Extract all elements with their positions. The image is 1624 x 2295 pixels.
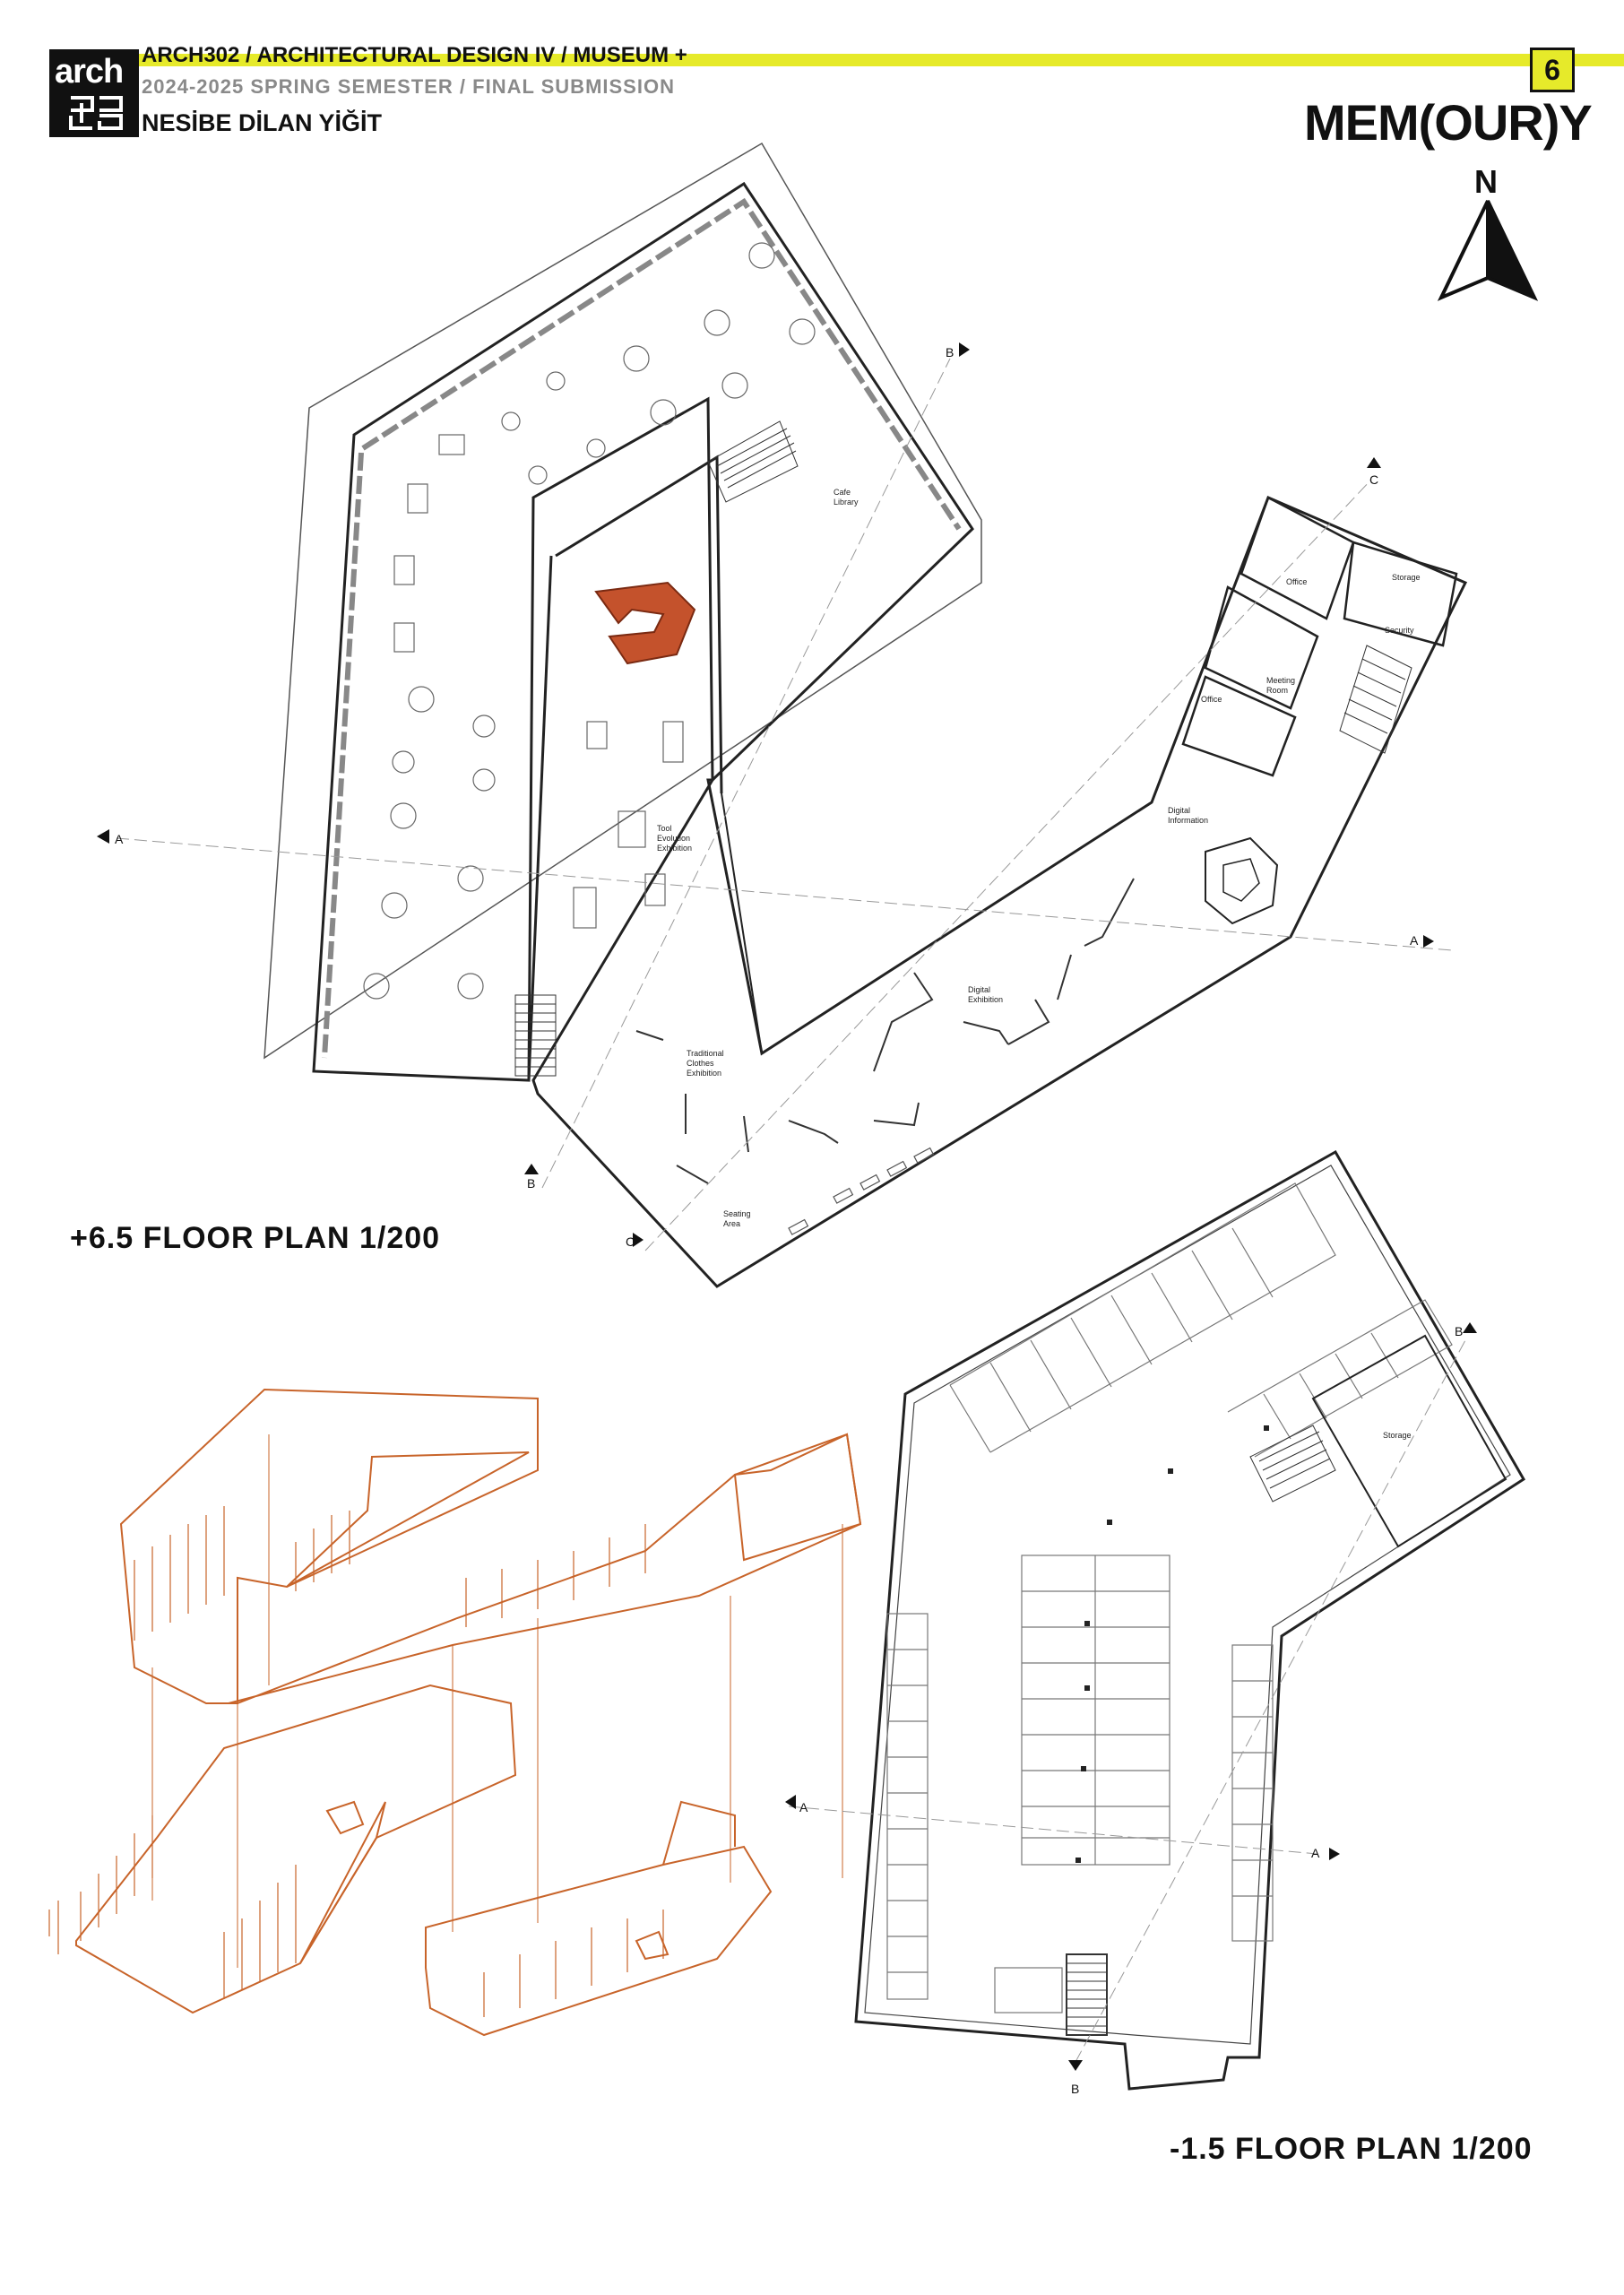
section-c-top: C <box>1369 472 1378 487</box>
digital-information-label-2: Information <box>1168 816 1208 825</box>
traditional-clothes-label-1: Traditional <box>687 1049 724 1058</box>
upper-floor-plan-title: +6.5 FLOOR PLAN 1/200 <box>70 1221 441 1255</box>
north-label: N <box>1474 163 1498 200</box>
north-arrow-icon <box>1437 200 1539 301</box>
office-label-b: Office <box>1201 695 1222 704</box>
seating-area-label-1: Seating <box>723 1209 751 1218</box>
lower-section-a-left: A <box>799 1800 808 1814</box>
north-wing-outline <box>312 181 974 1082</box>
author-name: NESİBE DİLAN YİĞİT <box>142 109 383 136</box>
security-label: Security <box>1385 626 1414 635</box>
section-a-right: A <box>1410 933 1419 948</box>
university-logo: arch <box>49 49 139 137</box>
roof-outline <box>263 142 982 1060</box>
section-b-bottom: B <box>527 1176 535 1191</box>
cafe-label: Cafe <box>834 488 851 497</box>
tool-exhibition-label-1: Tool <box>657 824 672 833</box>
lower-floor-plan: Storage A A B B <box>785 1149 1526 2096</box>
tool-exhibition-label-2: Evolution <box>657 834 690 843</box>
seating-area-label-2: Area <box>723 1219 740 1228</box>
lower-storage-label: Storage <box>1383 1431 1412 1440</box>
library-label: Library <box>834 498 859 507</box>
office-label-a: Office <box>1286 577 1307 586</box>
traditional-clothes-label-3: Exhibition <box>687 1069 721 1078</box>
digital-information-label-1: Digital <box>1168 806 1190 815</box>
course-title: ARCH302 / ARCHITECTURAL DESIGN IV / MUSE… <box>142 43 687 67</box>
facade-frame <box>361 197 962 531</box>
page-number-badge: 6 <box>1530 48 1575 92</box>
upper-floor-plan: Cafe Library Storage Office Security Mee… <box>97 142 1468 1288</box>
traditional-clothes-label-2: Clothes <box>687 1059 714 1068</box>
lower-section-a-right: A <box>1311 1846 1320 1860</box>
meeting-room-label-1: Meeting <box>1266 676 1295 685</box>
section-a-left: A <box>115 832 124 846</box>
section-c-bottom: C <box>626 1234 635 1249</box>
basement-outline <box>854 1149 1526 2091</box>
lower-section-b-bottom: B <box>1071 2082 1079 2096</box>
digital-exhibition-label-1: Digital <box>968 985 990 994</box>
header-accent-bar <box>139 54 1624 66</box>
meeting-room-label-2: Room <box>1266 686 1288 695</box>
project-title: MEM(OUR)Y <box>1304 94 1593 151</box>
digital-exhibition-label-2: Exhibition <box>968 995 1003 1004</box>
lower-floor-plan-title: -1.5 FLOOR PLAN 1/200 <box>1170 2132 1533 2166</box>
section-b-top: B <box>946 345 954 359</box>
logo-glyph-icon <box>69 96 123 130</box>
semester-subtitle: 2024-2025 SPRING SEMESTER / FINAL SUBMIS… <box>142 75 675 98</box>
feature-stair-red <box>594 581 696 665</box>
storage-label: Storage <box>1392 573 1421 582</box>
tool-exhibition-label-3: Exhibition <box>657 844 692 853</box>
logo-text: arch <box>55 53 124 91</box>
lower-section-b-top: B <box>1455 1324 1463 1338</box>
exploded-axonometric <box>48 1388 862 2037</box>
